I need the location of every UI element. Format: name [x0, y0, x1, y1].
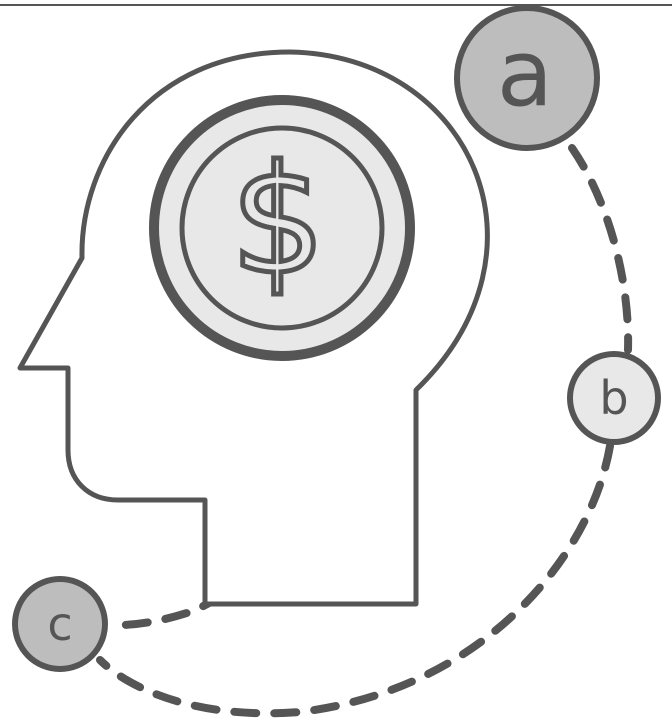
node-a-label: a [497, 20, 553, 127]
node-a[interactable]: a [457, 8, 597, 148]
node-b[interactable]: b [570, 354, 658, 442]
node-b-label: b [599, 371, 628, 425]
dollar-coin-icon: $ [154, 100, 410, 356]
connector-a-to-b [572, 148, 628, 350]
node-c[interactable]: c [15, 579, 105, 669]
coin-symbol: $ [230, 134, 325, 308]
node-c-label: c [47, 597, 72, 651]
